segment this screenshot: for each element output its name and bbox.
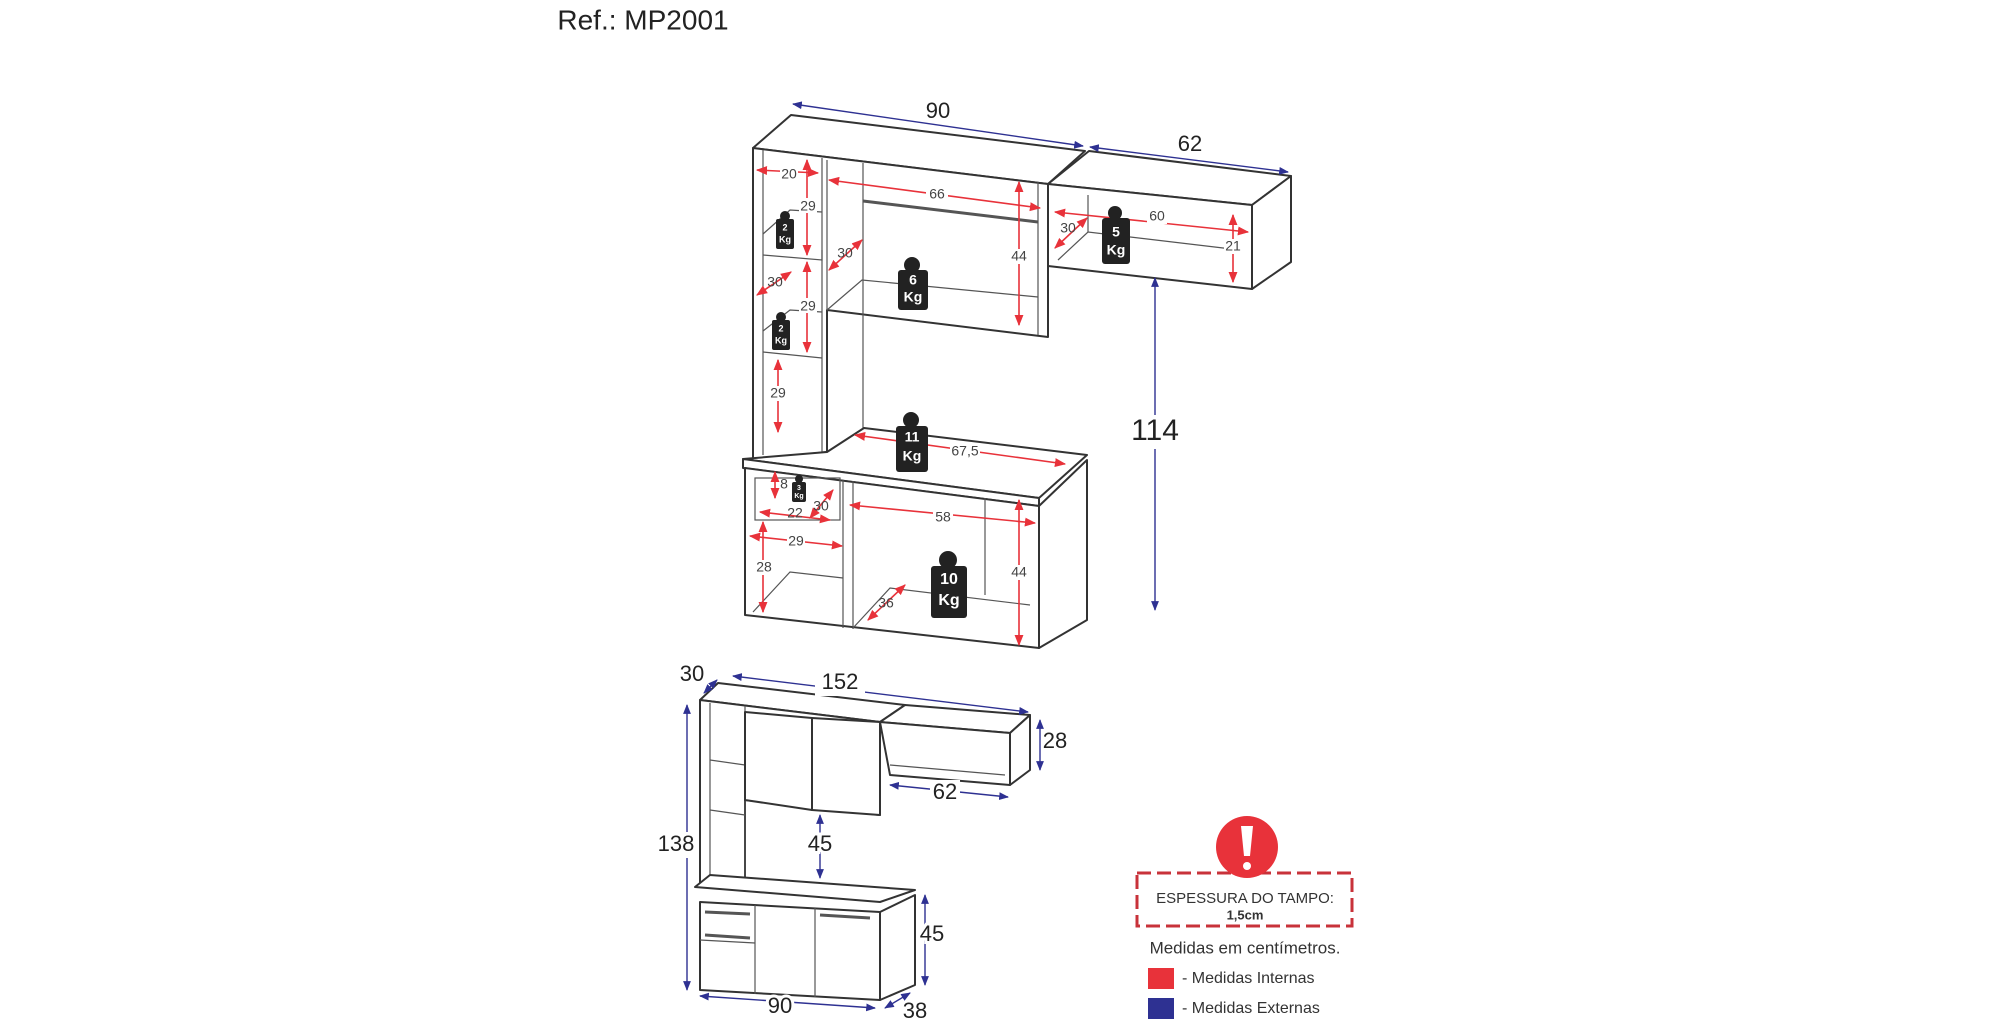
legend: ESPESSURA DO TAMPO: 1,5cm Medidas em cen… [1135,816,1354,1019]
dim-overview-base-height: 45 [920,921,944,946]
svg-text:Kg: Kg [779,234,791,244]
dim-niche2-height: 29 [800,298,816,314]
weight-icon: 2Kg [776,211,794,249]
dim-upper-width: 90 [926,98,950,123]
dim-side-width: 62 [1178,131,1202,156]
dim-drawer-depth: 30 [813,498,829,514]
svg-text:Kg: Kg [938,592,959,609]
units-note: Medidas em centímetros. [1150,938,1341,957]
main-view: 90 62 114 20 [742,98,1292,649]
svg-text:5: 5 [1112,224,1120,240]
dim-niche-width: 20 [781,166,797,182]
dim-upper-depth: 30 [837,245,853,261]
svg-text:3: 3 [797,485,801,492]
svg-text:Kg: Kg [775,335,787,345]
dim-upper-inner-height: 44 [1011,248,1027,264]
dim-overview-gap: 45 [808,831,832,856]
dim-overview-depth: 30 [680,661,704,686]
svg-text:Kg: Kg [903,448,922,464]
dim-overview-base-depth: 38 [903,998,927,1023]
svg-text:2: 2 [782,222,787,232]
weight-icon: 5Kg [1102,206,1130,264]
dim-lower-left-width: 29 [788,533,804,549]
dim-overview-side-height: 28 [1043,728,1067,753]
dim-overview-height: 138 [658,831,695,856]
dim-overview-base-width: 90 [768,993,792,1018]
weight-icon: 3Kg [792,475,806,502]
svg-text:2: 2 [778,323,783,333]
svg-text:Kg: Kg [904,289,923,305]
internal-color-swatch [1148,968,1174,989]
dim-side-inner-width: 60 [1149,208,1165,224]
dim-niche-depth: 30 [767,274,783,290]
internal-labels: 20 29 29 29 30 66 44 30 60 21 30 67,5 8 … [755,166,1242,611]
dim-niche1-height: 29 [800,198,816,214]
dim-lower-left-height: 28 [756,559,772,575]
external-label: - Medidas Externas [1182,1000,1320,1017]
svg-text:Kg: Kg [1107,242,1126,258]
dim-drawer-height: 8 [780,476,788,492]
svg-text:10: 10 [940,571,958,588]
dim-lower-right-depth: 36 [878,595,894,611]
upper-door-right [811,717,881,816]
warning-icon [1216,816,1278,878]
dim-side-inner-height: 21 [1225,238,1241,254]
dim-upper-inner-width: 66 [929,186,945,202]
external-color-swatch [1148,998,1174,1019]
weight-icon: 6Kg [898,257,928,310]
warning-title: ESPESSURA DO TAMPO: [1156,890,1334,907]
reference-title: Ref.: MP2001 [557,4,728,35]
overview-counter [694,874,916,903]
dim-overview-width: 152 [822,669,859,694]
internal-label: - Medidas Internas [1182,970,1315,987]
dim-lower-right-width: 58 [935,509,951,525]
dim-side-depth: 30 [1060,220,1076,236]
svg-text:6: 6 [909,272,917,288]
weight-icon: 2Kg [772,312,790,350]
warning-value: 1,5cm [1227,907,1264,922]
warning-box [1135,871,1354,928]
dim-overview-side-width: 62 [933,779,957,804]
svg-text:11: 11 [905,429,920,445]
dim-lower-right-height: 44 [1011,564,1027,580]
upper-door-left [744,711,813,811]
dim-gap-height: 114 [1131,414,1179,447]
svg-text:Kg: Kg [794,493,803,500]
overview-view: 30 152 28 62 138 45 45 90 38 [654,661,1067,1023]
dim-niche3-height: 29 [770,385,786,401]
dim-drawer-width: 22 [787,505,803,521]
dim-counter-width: 67,5 [951,443,978,459]
